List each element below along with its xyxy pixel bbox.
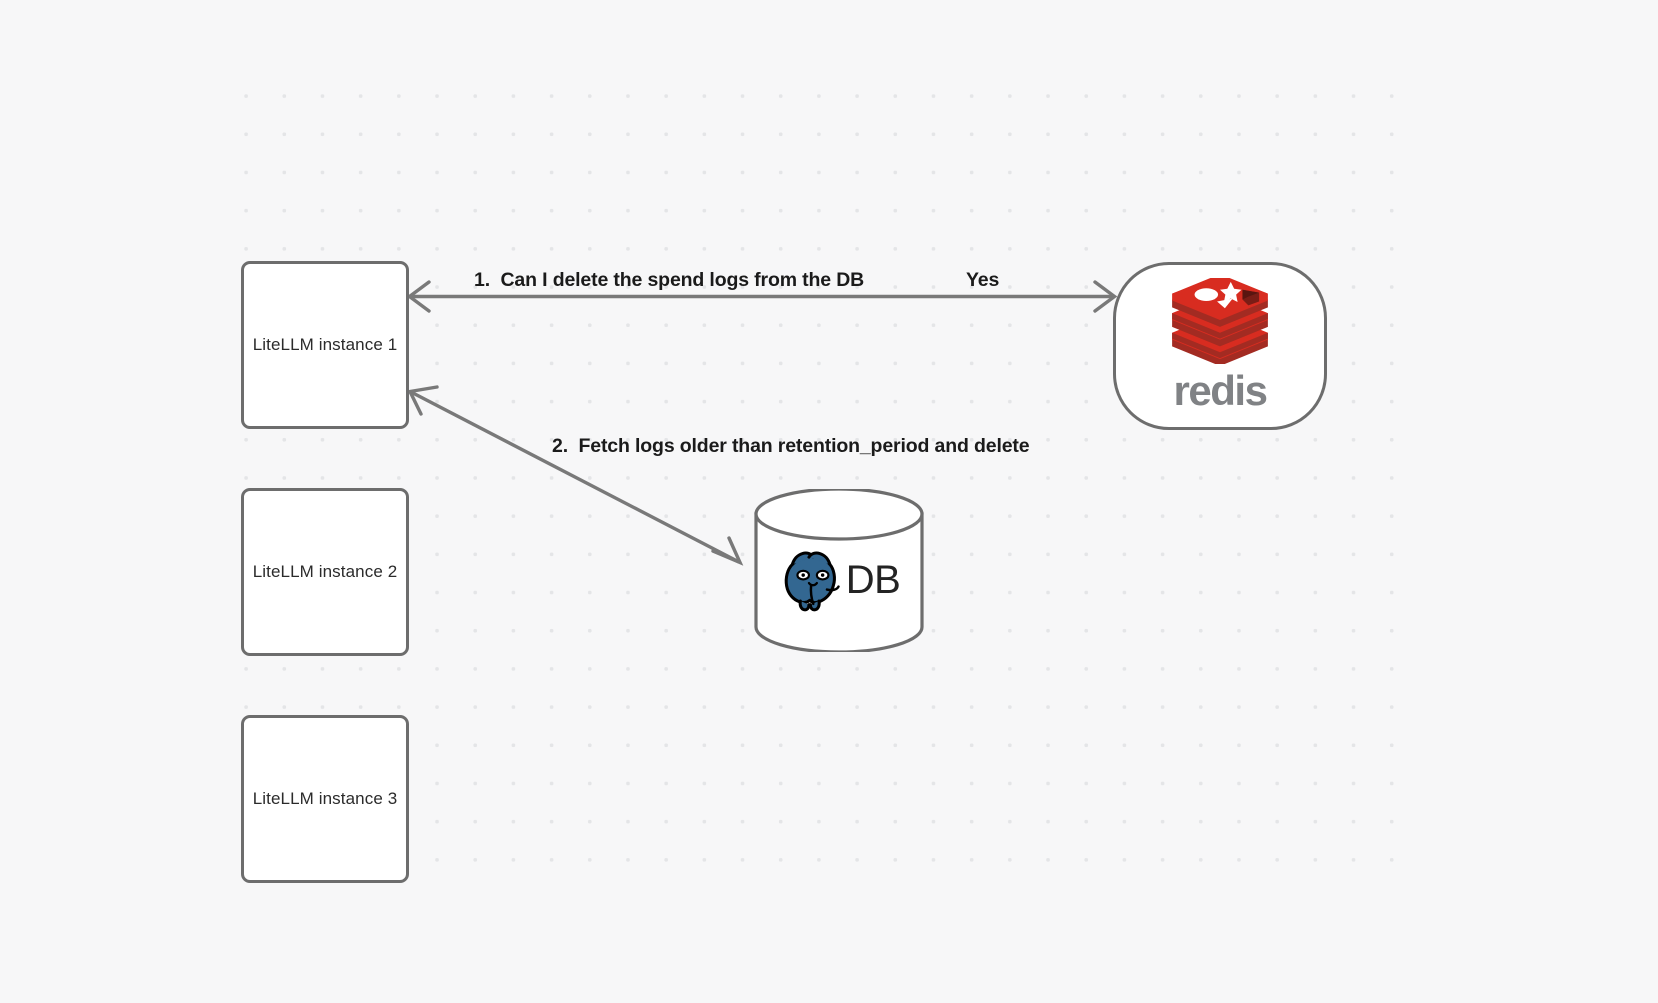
postgresql-elephant-icon: [778, 542, 850, 619]
redis-wordmark: redis: [1173, 366, 1268, 414]
edge-label-1: 1. Can I delete the spend logs from the …: [474, 269, 865, 291]
node-litellm-instance-1[interactable]: LiteLLM instance 1: [241, 261, 409, 429]
arrowhead-left: [406, 280, 431, 313]
db-label: DB: [845, 558, 901, 602]
node-label: LiteLLM instance 1: [252, 334, 398, 354]
arrowhead-downright: [711, 536, 744, 566]
node-litellm-instance-2[interactable]: LiteLLM instance 2: [241, 488, 409, 656]
cylinder-shape: [754, 489, 924, 652]
node-db[interactable]: DB: [753, 489, 925, 652]
arrowhead-right: [1093, 280, 1118, 313]
node-label: LiteLLM instance 3: [252, 788, 398, 808]
edge-instance1-db: [407, 385, 744, 566]
edge-label-2: 2. Fetch logs older than retention_perio…: [552, 435, 1030, 457]
node-redis[interactable]: redis: [1113, 262, 1327, 430]
edge-label-1-response: Yes: [966, 269, 1000, 291]
node-litellm-instance-3[interactable]: LiteLLM instance 3: [241, 715, 409, 883]
redis-logo-icon: [1166, 273, 1274, 369]
arrowhead-upleft: [407, 385, 439, 416]
node-label: LiteLLM instance 2: [252, 561, 398, 581]
